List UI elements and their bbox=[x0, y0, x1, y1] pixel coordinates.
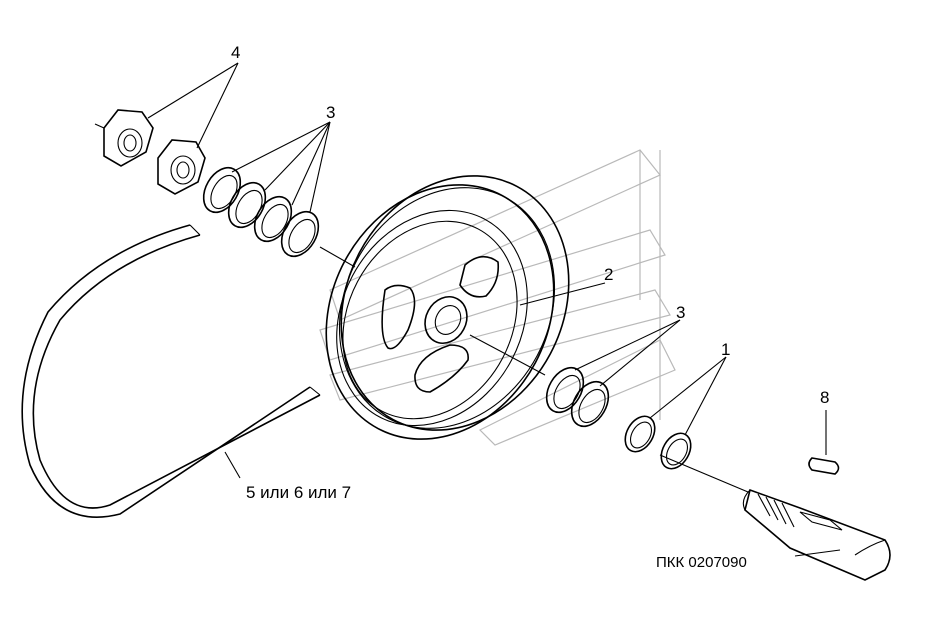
label-4: 4 bbox=[231, 43, 240, 62]
drawing-code: ПКК 0207090 bbox=[656, 554, 747, 571]
label-3-lower: 3 bbox=[676, 303, 685, 322]
label-2: 2 bbox=[604, 265, 613, 284]
key bbox=[808, 457, 840, 475]
rings bbox=[624, 415, 692, 470]
label-8: 8 bbox=[820, 388, 829, 407]
assembly-axis-2 bbox=[469, 334, 546, 376]
leader-lines bbox=[147, 62, 841, 557]
shaft bbox=[742, 488, 891, 581]
hex-nut-2 bbox=[157, 139, 206, 195]
label-1: 1 bbox=[721, 340, 730, 359]
assembly-axis-3 bbox=[659, 454, 749, 493]
washers-upper bbox=[202, 166, 320, 258]
hex-nut-1 bbox=[94, 109, 154, 167]
v-belt bbox=[21, 224, 321, 518]
label-belt: 5 или 6 или 7 bbox=[246, 483, 351, 502]
label-3-upper: 3 bbox=[326, 103, 335, 122]
pulley bbox=[325, 175, 570, 440]
assembly-axis bbox=[319, 246, 356, 268]
watermark-logo bbox=[319, 149, 676, 446]
